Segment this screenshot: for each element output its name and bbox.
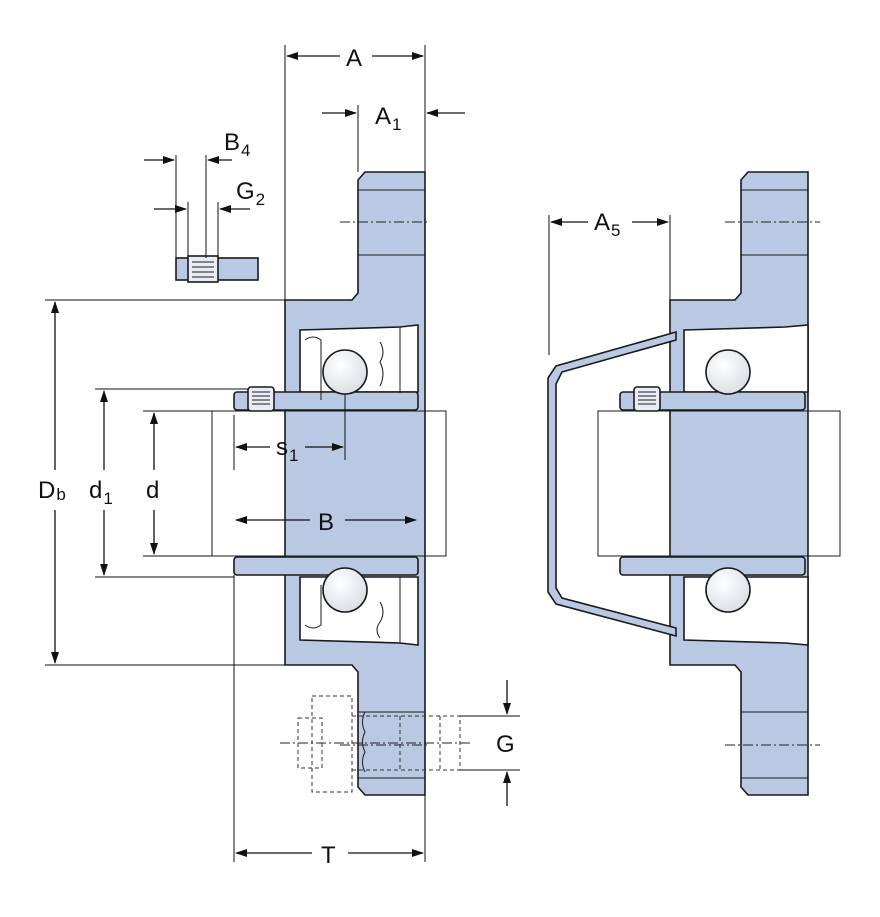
- label-A1: A1: [375, 103, 401, 134]
- shaft-right: [597, 410, 841, 557]
- end-cover: [547, 330, 677, 638]
- right-section-view: [547, 171, 841, 796]
- inner-ring-top: [233, 391, 419, 411]
- dimensions: [45, 45, 671, 862]
- label-B4: B4: [224, 129, 250, 160]
- inner-ring-bottom: [233, 556, 419, 576]
- label-B: B: [318, 509, 334, 536]
- ball-bottom: [322, 567, 368, 613]
- dimension-labels: A A1 B4 G2 A5 Db d1 d s1 B G T: [38, 45, 620, 869]
- ball-top: [322, 349, 368, 395]
- left-section-view: [211, 171, 470, 796]
- label-G: G: [496, 731, 515, 758]
- housing-right: [669, 171, 809, 796]
- label-s1: s1: [276, 434, 298, 465]
- set-screw: [247, 386, 275, 412]
- label-T: T: [321, 842, 336, 869]
- label-A: A: [346, 45, 362, 72]
- label-d: d: [146, 477, 159, 504]
- label-G2: G2: [236, 178, 265, 209]
- set-screw-detail: [175, 255, 259, 283]
- label-d1: d1: [89, 477, 113, 508]
- housing-left: [284, 171, 426, 796]
- label-Db: Db: [38, 477, 66, 504]
- label-A5: A5: [594, 209, 620, 240]
